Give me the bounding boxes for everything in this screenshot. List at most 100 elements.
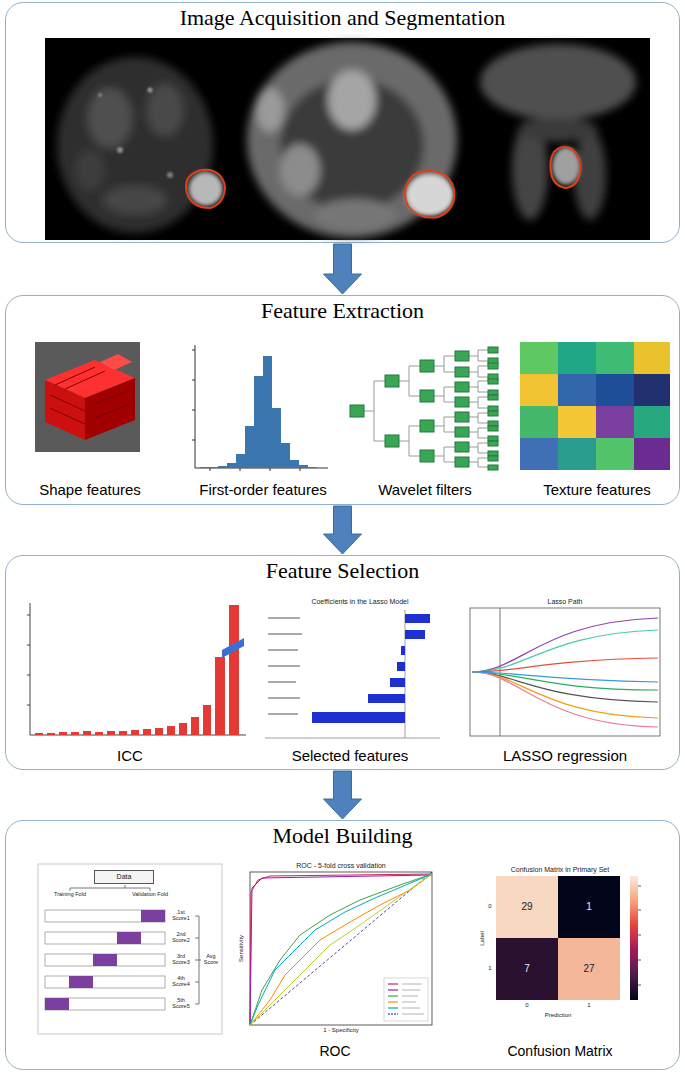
- texture-grid-part: [596, 406, 634, 438]
- shape-render: [35, 342, 140, 452]
- chart-text: 2nd Score2: [169, 931, 193, 944]
- icc-bar-chart-part-part: [167, 726, 175, 735]
- icc-bar-chart-part: [27, 615, 30, 705]
- lasso-coefficient-chart-part-part: [368, 694, 405, 703]
- shape-render-part: [85, 378, 135, 440]
- mri-images-part-part: [57, 57, 213, 233]
- cross-validation-diagram-part: [38, 864, 222, 1034]
- wavelet-tree-part-part: [455, 351, 469, 361]
- roc-chart-part: [250, 872, 432, 1025]
- chart-text: 7: [507, 963, 547, 975]
- icc-bar-chart-part-part: [71, 732, 79, 735]
- flow-arrow: [324, 506, 362, 554]
- cross-validation-diagram-part-part: [45, 954, 165, 966]
- cross-validation-diagram-part-part: [141, 910, 165, 922]
- lasso-path-chart-part-part: [472, 672, 658, 718]
- mri-images-part: [552, 147, 580, 185]
- lasso-coefficient-chart-part-part: [405, 614, 430, 623]
- lasso-path-chart-part-part: [472, 630, 658, 672]
- histogram-part: [290, 460, 299, 468]
- chart-text: Prediction: [518, 1012, 598, 1019]
- chart-text: Training Fold: [43, 891, 97, 897]
- mri-images-part: [405, 171, 454, 218]
- roc-chart-part: [250, 872, 432, 1025]
- roc-chart-part-part: [402, 995, 418, 997]
- shape-render-part: [45, 380, 85, 440]
- cross-validation-diagram-part: [45, 910, 165, 1010]
- roc-chart-part-part: [402, 1013, 424, 1015]
- texture-grid: [520, 342, 670, 470]
- shape-render-part: [50, 367, 130, 424]
- mri-images-part-part: [167, 172, 173, 178]
- wavelet-tree-part-part: [488, 379, 498, 384]
- lasso-coefficient-chart-part-part: [405, 630, 425, 639]
- mri-images-part-part: [480, 44, 636, 120]
- mri-images-part-part: [247, 42, 457, 238]
- cross-validation-diagram-part-part: [45, 976, 165, 988]
- icc-bar-chart-part: [35, 605, 239, 735]
- cross-validation-diagram-part: [195, 916, 201, 1004]
- roc-chart-part-part: [402, 989, 420, 991]
- wavelet-tree-part-part: [420, 390, 434, 402]
- stage-panel: Image Acquisition and Segmentation: [5, 2, 680, 243]
- caption-label: LASSO regression: [480, 747, 650, 764]
- histogram-part: [209, 467, 218, 468]
- roc-chart-part-part: [250, 874, 432, 1025]
- wavelet-tree-part-part: [488, 395, 498, 400]
- chart-text: 27: [569, 963, 609, 975]
- lasso-coefficient-chart-part-part: [268, 665, 300, 667]
- wavelet-tree-part-part: [420, 360, 434, 372]
- texture-grid-part: [558, 342, 596, 374]
- cross-validation-diagram-part-part: [93, 954, 117, 966]
- mri-images: [45, 38, 650, 240]
- wavelet-tree-part-part: [455, 427, 469, 437]
- mri-images-part-part: [117, 147, 123, 153]
- lasso-path-chart-part: [472, 618, 658, 727]
- lasso-path-chart-part-part: [472, 672, 658, 682]
- icc-bar-chart-part-part: [191, 717, 199, 735]
- lasso-coefficient-chart-part-part: [268, 681, 296, 683]
- wavelet-tree-part-part: [488, 358, 498, 364]
- wavelet-tree-part-part: [455, 367, 469, 377]
- histogram-part: [195, 345, 196, 468]
- wavelet-tree-part-part: [488, 411, 498, 416]
- lasso-path-chart-part: [500, 608, 501, 736]
- lasso-path-chart-part-part: [472, 618, 658, 672]
- icc-bar-chart-part-part: [35, 733, 43, 735]
- caption-label: ICC: [100, 747, 160, 764]
- wavelet-tree-part-part: [488, 363, 498, 369]
- chart-text: 1 - Specificity: [291, 1027, 391, 1034]
- texture-grid-part: [520, 438, 558, 470]
- lasso-coefficient-chart-part-part: [268, 713, 298, 715]
- texture-grid-part: [558, 374, 596, 406]
- icc-bar-chart-part-part: [131, 730, 139, 735]
- wavelet-tree-part-part: [488, 390, 498, 395]
- chart-text: 1: [484, 965, 496, 972]
- caption-label: First-order features: [178, 481, 348, 498]
- roc-chart: [250, 872, 432, 1025]
- chart-text: 29: [507, 901, 547, 913]
- icc-bar-chart-part: [222, 638, 244, 658]
- wavelet-tree-part-part: [455, 382, 469, 392]
- caption-label: Confusion Matrix: [480, 1043, 640, 1059]
- lasso-coefficient-chart-part: [312, 614, 430, 723]
- wavelet-tree-part-part: [488, 456, 498, 461]
- roc-chart-part: [250, 874, 432, 1025]
- cross-validation-diagram-part-part: [45, 998, 165, 1010]
- mri-images-part: [480, 44, 636, 220]
- cross-validation-diagram-part: [70, 885, 150, 891]
- histogram-part: [281, 443, 290, 468]
- mri-images-part-part: [315, 199, 395, 231]
- flow-arrow: [324, 771, 362, 819]
- shape-render-part: [35, 342, 140, 452]
- texture-grid-part: [634, 374, 670, 406]
- histogram-part: [245, 426, 254, 468]
- cross-validation-diagram-part: [45, 910, 165, 1010]
- mri-images-part: [550, 147, 580, 188]
- roc-chart-part-part: [388, 1013, 398, 1014]
- wavelet-tree-part: [350, 347, 498, 470]
- panel-title: Model Building: [6, 824, 679, 848]
- texture-grid-part: [596, 342, 634, 374]
